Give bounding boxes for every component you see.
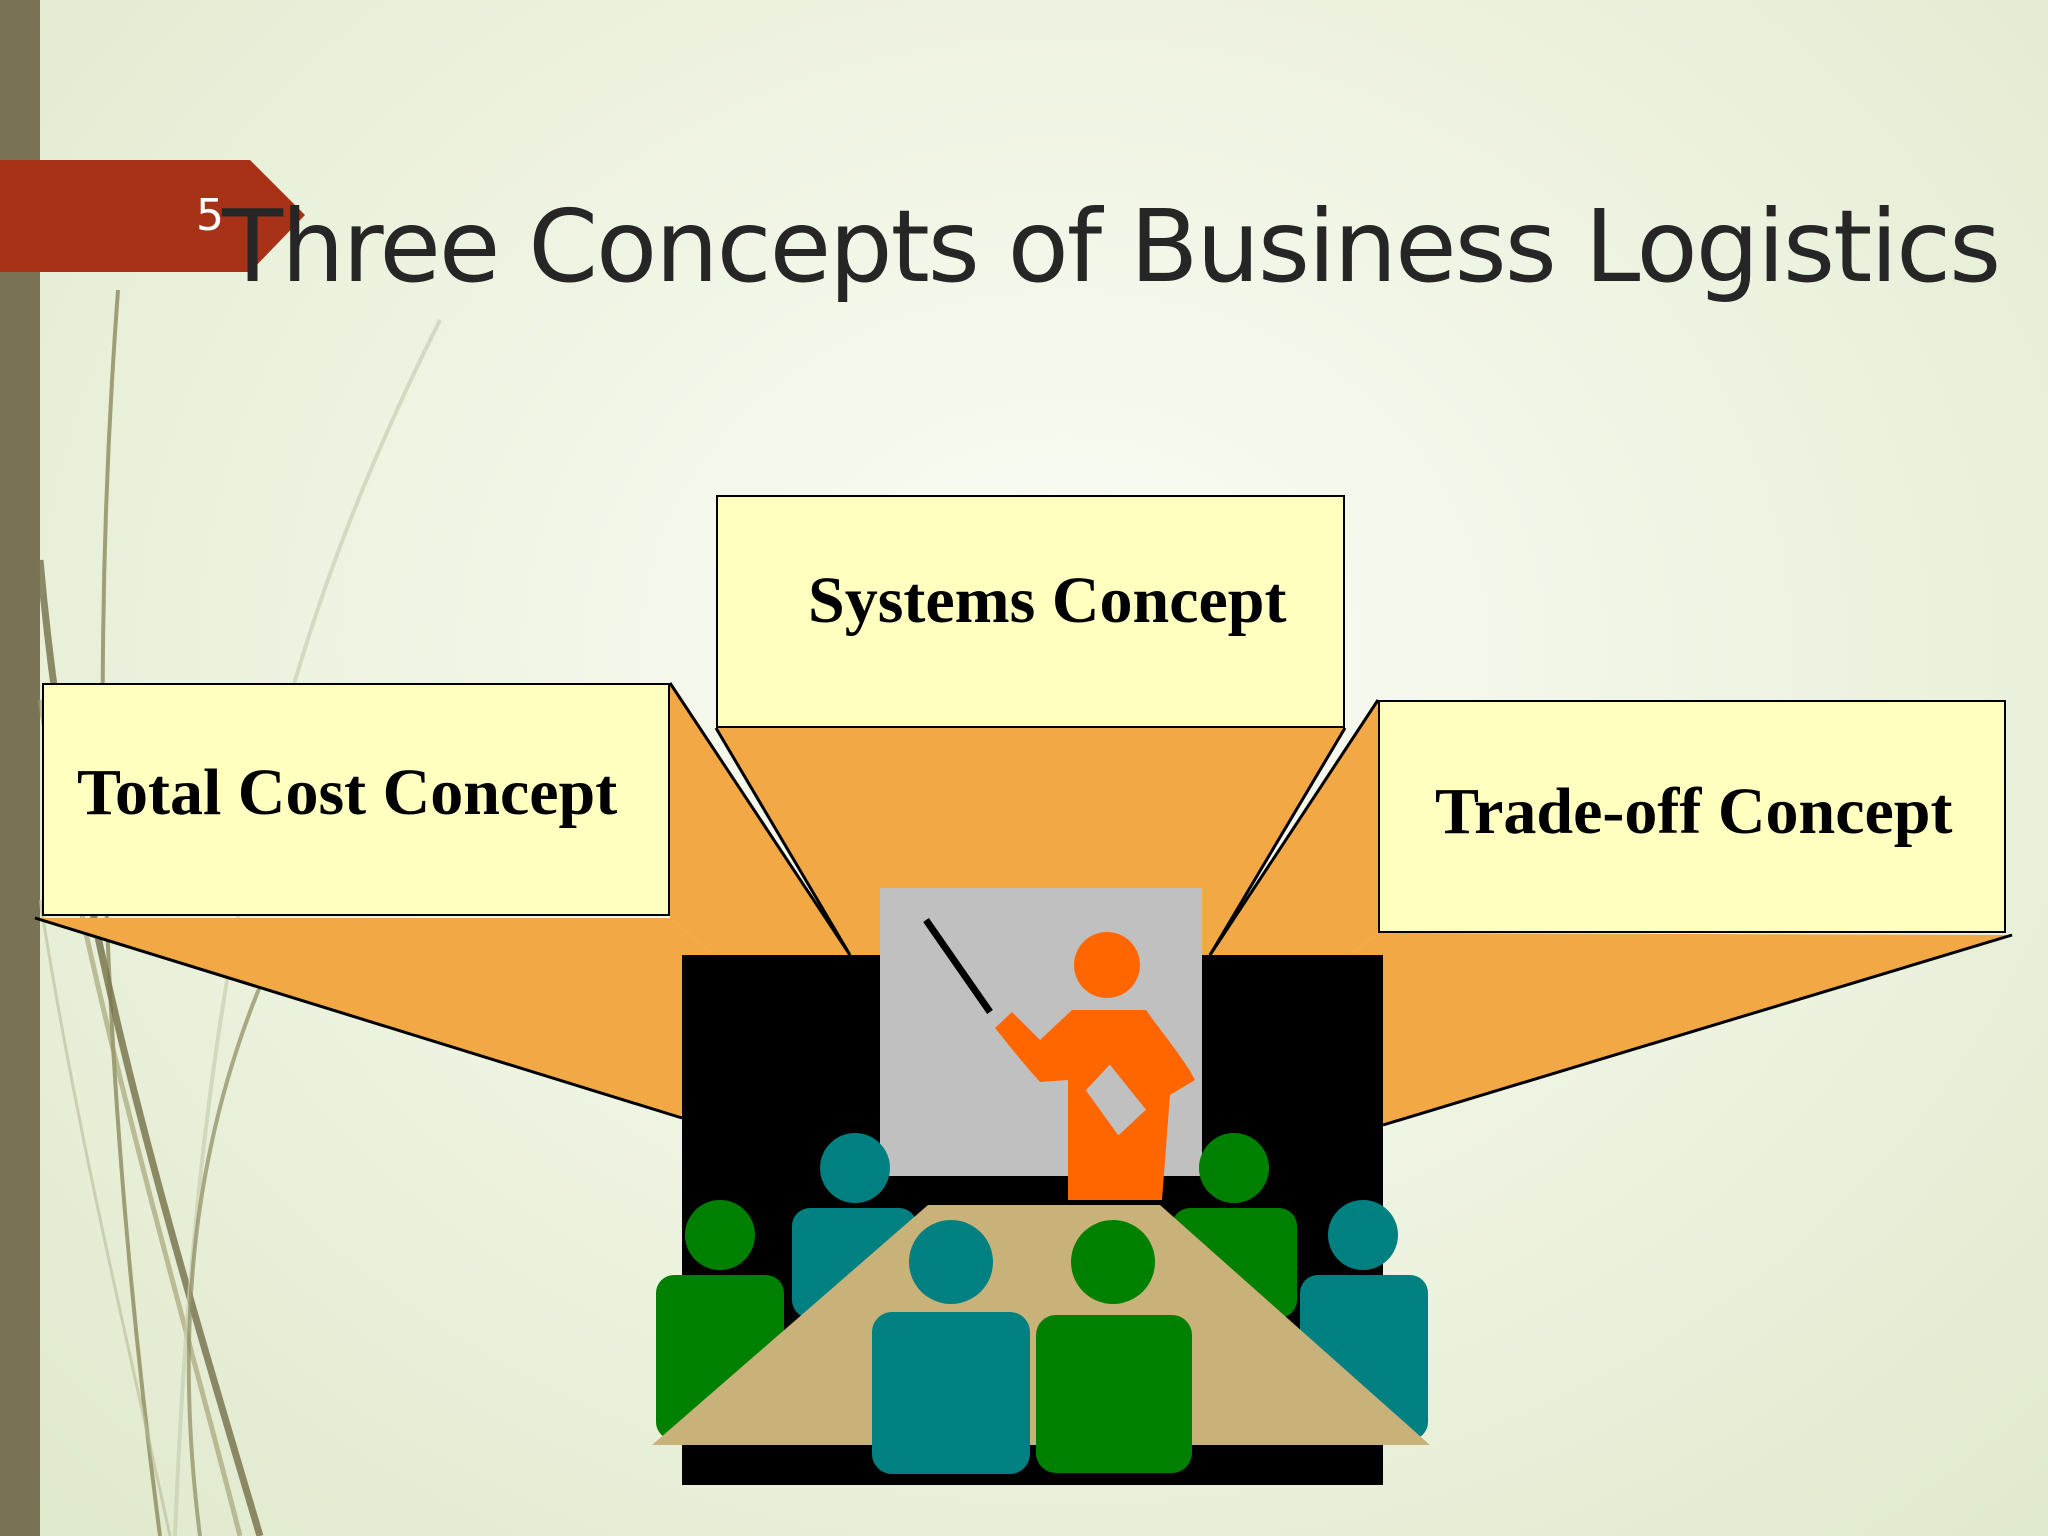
pointer-icon [923, 918, 993, 1014]
slide-title: Three Concepts of Business Logistics [222, 188, 2001, 305]
total-cost-concept-label: Total Cost Concept [77, 756, 618, 829]
audience-front-left [872, 1220, 1030, 1474]
beam-trade-off [1350, 933, 2012, 1125]
beam-total-cost [35, 918, 714, 1118]
trade-off-concept-box: Trade-off Concept [1378, 700, 2006, 933]
systems-concept-label: Systems Concept [808, 564, 1287, 637]
audience-front-right [1036, 1220, 1192, 1473]
systems-concept-box: Systems Concept [716, 495, 1345, 728]
presenter-icon [995, 932, 1195, 1200]
total-cost-concept-box: Total Cost Concept [42, 683, 670, 916]
slide-number: 5 [196, 190, 224, 241]
slide-number-tab [0, 160, 305, 272]
trade-off-concept-label: Trade-off Concept [1435, 775, 1953, 848]
